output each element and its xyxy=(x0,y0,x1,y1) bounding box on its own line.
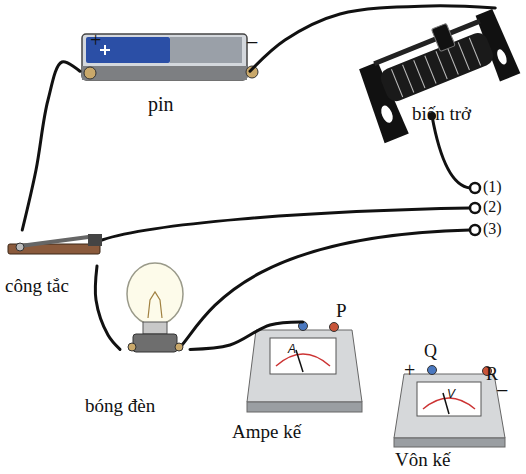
component-label: P xyxy=(336,301,347,320)
battery-terminal xyxy=(84,67,96,79)
plus-mark xyxy=(104,45,106,55)
connectors xyxy=(22,6,495,350)
terminal xyxy=(470,225,480,235)
switch-clip xyxy=(88,234,102,246)
wire xyxy=(102,208,470,240)
coil-lines xyxy=(391,38,480,97)
battery-label xyxy=(170,37,242,63)
component-label: bóng đèn xyxy=(85,396,155,415)
coil-line xyxy=(436,51,447,79)
light-bulb xyxy=(127,263,183,352)
terminal-number: (3) xyxy=(483,221,502,237)
rheostat-slider xyxy=(431,23,455,51)
wires xyxy=(102,116,470,345)
coil-line xyxy=(447,47,458,75)
meter-terminal xyxy=(428,366,437,375)
component-label: + xyxy=(90,30,101,50)
battery-base xyxy=(82,66,247,80)
rheostat-hole xyxy=(495,48,508,66)
bulb-node: bóng đèn xyxy=(120,262,190,357)
ammeter-node: APAmpe kế xyxy=(245,322,363,414)
coil-line xyxy=(403,65,414,93)
wire-connector xyxy=(22,62,80,230)
meter-dial xyxy=(270,338,336,374)
socket-terminal xyxy=(128,343,136,351)
meter-base xyxy=(394,438,505,447)
ammeter xyxy=(247,322,362,413)
wire-connector xyxy=(190,322,303,349)
meter-needle xyxy=(296,350,303,372)
meter-dial xyxy=(417,382,481,416)
socket-terminal xyxy=(175,343,183,351)
dial-arc xyxy=(276,354,330,366)
bulb-neck xyxy=(143,322,167,334)
voltmeter-node: Q+R−VVôn kế xyxy=(395,374,507,448)
rheostat-hole xyxy=(379,104,395,124)
wire-connector xyxy=(250,6,495,71)
bulb-socket xyxy=(133,334,177,352)
meter-terminal xyxy=(330,323,339,332)
meter-panel xyxy=(394,374,505,438)
component-label: Vôn kế xyxy=(395,450,450,469)
coil-line xyxy=(458,42,469,70)
component-label: công tắc xyxy=(5,276,69,295)
terminal xyxy=(470,203,480,213)
meter-base xyxy=(247,402,362,412)
component-label: biến trở xyxy=(412,104,471,123)
component-label: Q xyxy=(424,342,437,360)
terminal xyxy=(470,183,480,193)
wire xyxy=(432,116,470,188)
battery xyxy=(82,34,258,80)
filament xyxy=(148,292,162,318)
component-label: V xyxy=(447,388,455,400)
switch-base xyxy=(8,244,100,254)
switch-lever xyxy=(20,236,96,246)
coil-line xyxy=(469,38,480,66)
battery-body xyxy=(82,34,247,80)
rheostat-rail xyxy=(373,19,481,66)
rheostat xyxy=(352,5,526,144)
wire-connector xyxy=(95,266,120,349)
coil-line xyxy=(414,60,425,88)
bulb-glass xyxy=(127,263,183,325)
coil-line xyxy=(425,56,436,84)
meter-panel xyxy=(247,330,362,402)
component-label: − xyxy=(496,380,508,402)
terminal-number: (2) xyxy=(483,199,502,215)
component-label: + xyxy=(404,360,415,380)
battery-node: +−pin xyxy=(80,30,250,85)
terminal-number: (1) xyxy=(483,179,502,195)
wire xyxy=(182,230,470,345)
component-label: Ampe kế xyxy=(232,422,301,441)
component-label: A xyxy=(288,343,296,355)
coil-line xyxy=(391,69,402,97)
rheostat-node: biến trở xyxy=(355,8,520,140)
switch-node: công tắc xyxy=(5,230,120,266)
terminals xyxy=(470,183,480,235)
component-label: pin xyxy=(148,94,174,114)
switch xyxy=(8,234,102,254)
switch-pivot xyxy=(16,243,24,251)
component-label: − xyxy=(246,32,258,54)
